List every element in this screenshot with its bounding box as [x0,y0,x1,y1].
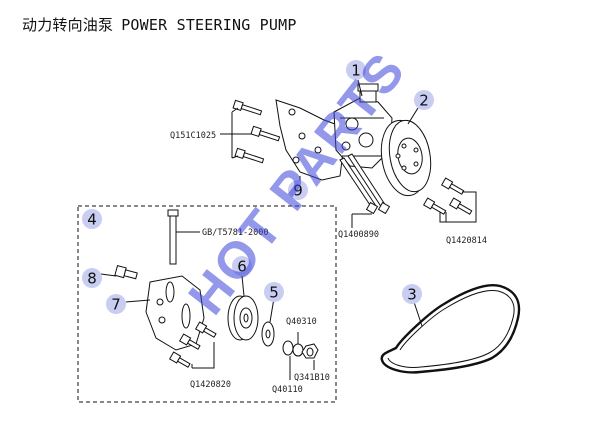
callout-8: 8 [82,268,102,288]
bolts-bottom [168,321,217,369]
watermark: HOT PARTS [178,42,417,326]
callout-1: 1 [346,60,366,80]
tensioner-bolt [114,265,138,280]
callout-2: 2 [414,90,434,110]
spacer [261,321,275,347]
svg-text:9: 9 [293,182,303,200]
code-long-bolt: Q1400890 [338,230,379,240]
washer-nut-group [282,332,319,380]
svg-text:8: 8 [87,270,97,288]
code-washer: Q40310 [286,317,317,327]
tensioner-bracket [145,275,205,351]
svg-text:7: 7 [111,296,121,314]
long-stud [167,209,200,265]
subassembly-box [77,205,337,403]
bolts-right [422,177,477,223]
callout-6: 6 [232,256,252,276]
code-bolts-bottom: Q1420820 [190,380,231,390]
code-bolts-right: Q1420814 [446,236,487,246]
callout-4: 4 [82,209,102,229]
svg-text:4: 4 [87,211,97,229]
callout-7: 7 [106,294,126,314]
svg-text:6: 6 [237,258,247,276]
title-chinese: 动力转向油泵 [22,16,114,34]
code-bolts-top: Q151C1025 [170,131,216,141]
callout-9: 9 [288,180,308,200]
long-bolts [339,153,391,228]
code-stud: GB/T5781-2000 [202,228,269,238]
idler-pulley [227,295,259,341]
bolts-top-left [220,99,281,164]
callout-3: 3 [402,284,422,304]
svg-text:3: 3 [407,286,417,304]
page-title: 动力转向油泵 POWER STEERING PUMP [22,14,297,35]
code-washer2: Q40110 [272,385,303,395]
svg-text:2: 2 [419,92,429,110]
code-nut: Q341B10 [294,373,330,383]
svg-text:5: 5 [269,284,279,302]
svg-text:1: 1 [351,62,361,80]
drive-belt [380,284,521,374]
callout-5: 5 [264,282,284,302]
pump-body [275,83,393,181]
title-english: POWER STEERING PUMP [121,16,297,34]
pump-pulley [380,119,432,197]
